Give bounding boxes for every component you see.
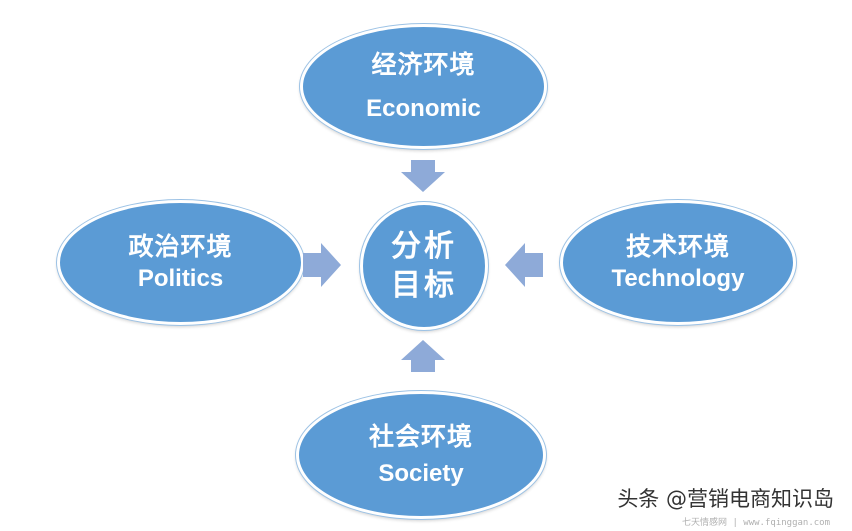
node-society: 社会环境 Society [296,391,546,519]
watermark-text: 头条 @营销电商知识岛 [617,487,834,511]
node-politics-zh: 政治环境 [128,232,233,262]
node-technology-en: Technology [611,264,745,292]
node-center-analysis-target: 分析 目标 [360,202,488,330]
arrow-right-icon [303,243,341,287]
node-politics-en: Politics [137,264,224,292]
arrow-left-icon [505,243,543,287]
arrow-up-icon [401,340,445,372]
node-economic-zh: 经济环境 [371,50,476,80]
node-technology-zh: 技术环境 [625,232,730,262]
arrow-down-icon [401,160,445,192]
node-technology: 技术环境 Technology [560,200,796,325]
node-society-en: Society [378,460,464,488]
node-politics: 政治环境 Politics [57,200,304,325]
node-economic: 经济环境 Economic [300,24,547,149]
center-label-line2: 目标 [391,268,457,303]
node-society-zh: 社会环境 [368,421,473,451]
node-economic-en: Economic [366,94,481,122]
center-label-line1: 分析 [391,229,457,264]
watermark-small-text: 七天情感网 | www.fqinggan.com [682,518,830,528]
